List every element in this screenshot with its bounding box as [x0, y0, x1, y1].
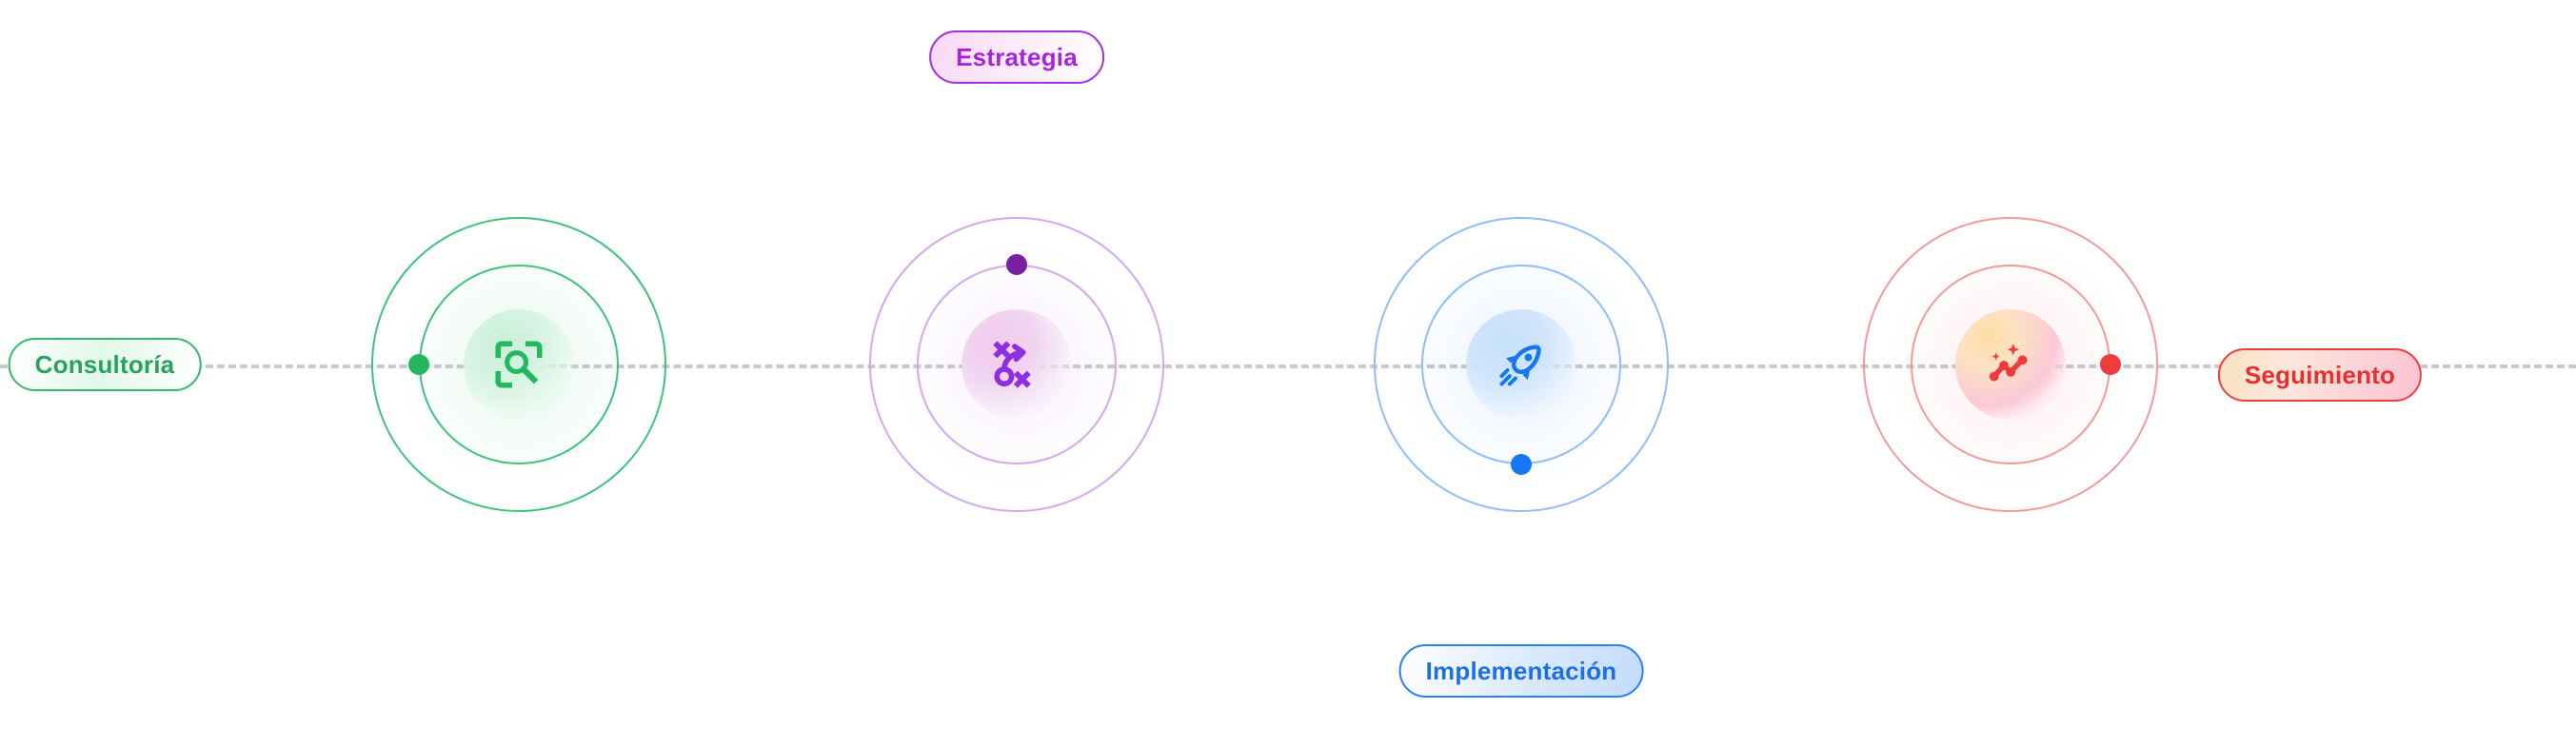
process-step-seguimiento[interactable] [1839, 193, 2182, 536]
outer-orbit-ring [1863, 217, 2158, 512]
outer-orbit-ring [869, 217, 1164, 512]
orbit-marker-dot [1511, 454, 1532, 475]
scan-search-icon [491, 337, 546, 392]
analytics-sparkle-icon [1984, 338, 2037, 391]
orbit-marker-dot [2100, 354, 2121, 375]
step-label-consultoria[interactable]: Consultoría [8, 338, 202, 391]
outer-orbit-ring [1374, 217, 1669, 512]
step-label-implementacion[interactable]: Implementación [1398, 644, 1644, 698]
step-label-seguimiento[interactable]: Seguimiento [2217, 348, 2423, 402]
outer-orbit-ring [371, 217, 666, 512]
process-step-estrategia[interactable] [845, 193, 1188, 536]
orbit-marker-dot [1006, 254, 1027, 275]
step-label-text: Implementación [1425, 656, 1617, 685]
orbit-marker-dot [408, 354, 429, 375]
process-step-implementacion[interactable] [1350, 193, 1693, 536]
step-icon-badge [1466, 309, 1576, 420]
strategy-icon [990, 338, 1043, 391]
step-label-estrategia[interactable]: Estrategia [929, 30, 1104, 84]
rocket-icon [1495, 338, 1548, 391]
step-label-text: Consultoría [34, 349, 175, 379]
step-icon-badge [464, 309, 574, 420]
step-label-text: Estrategia [956, 42, 1078, 71]
dashed-connector-line [0, 364, 2576, 368]
step-label-text: Seguimiento [2244, 360, 2396, 389]
step-icon-badge [1955, 309, 2066, 420]
process-step-consultoria[interactable] [347, 193, 690, 536]
step-icon-badge [961, 309, 1072, 420]
